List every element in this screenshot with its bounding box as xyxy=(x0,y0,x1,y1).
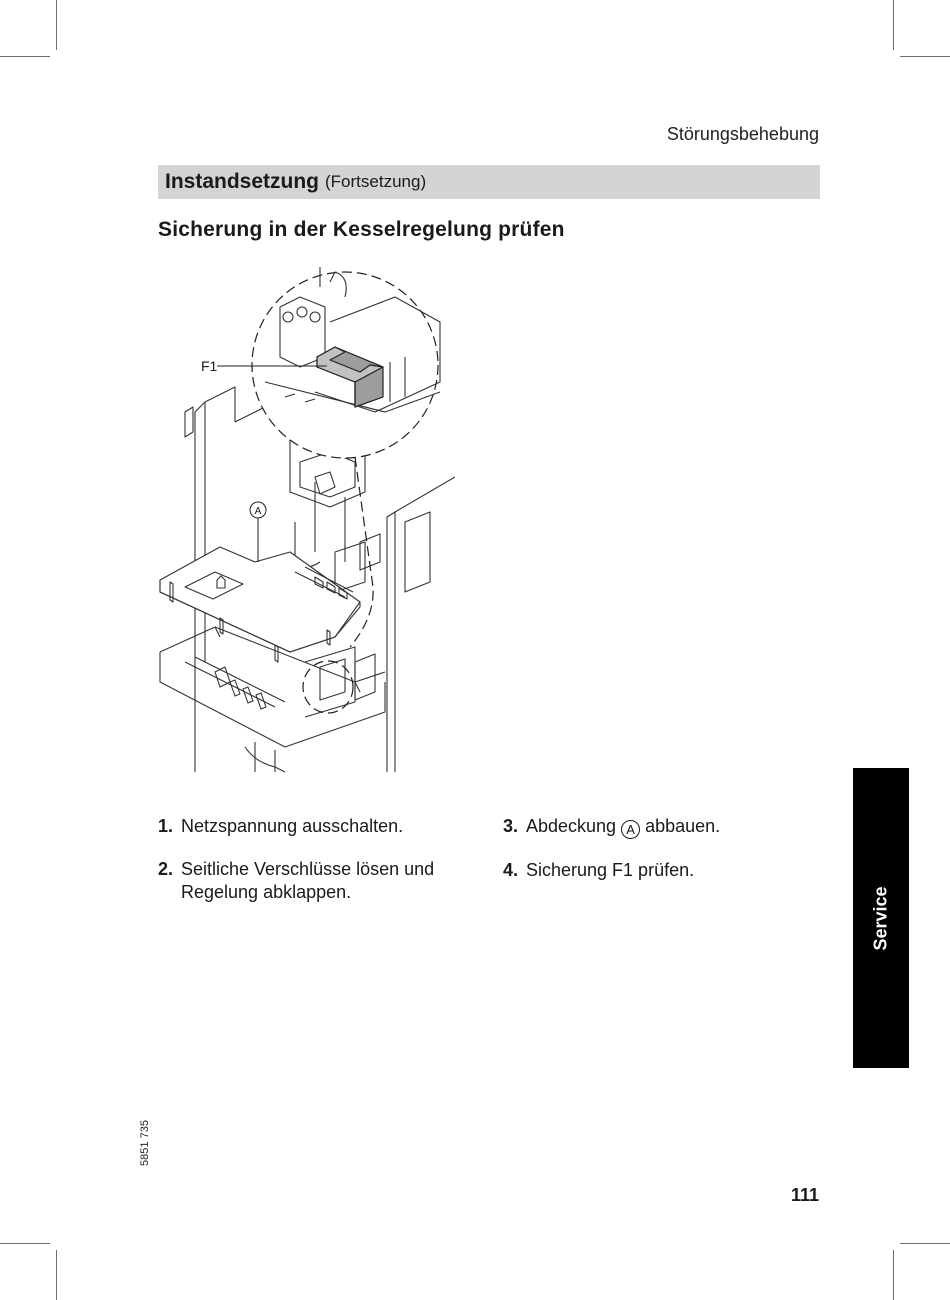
label-a: A xyxy=(255,506,262,517)
step-text: Abdeckung A abbauen. xyxy=(526,815,720,839)
step-text-line-1: Seitliche Verschlüsse lösen und xyxy=(181,859,435,879)
steps-right: 3. Abdeckung A abbauen. 4. Sicherung F1 … xyxy=(503,815,823,902)
step-text-line-2: Regelung abklappen. xyxy=(181,882,352,902)
step-2: 2. Seitliche Verschlüsse lösen und Regel… xyxy=(158,858,478,904)
page-number: 111 xyxy=(790,1185,819,1205)
step-text: Sicherung F1 prüfen. xyxy=(526,860,695,880)
step-number: 3. xyxy=(503,816,519,836)
step-text: Netzspannung ausschalten. xyxy=(181,816,404,836)
step-4: 4. Sicherung F1 prüfen. xyxy=(503,859,823,882)
label-f1: F1 xyxy=(201,358,218,374)
title-bar: Instandsetzung (Fortsetzung) xyxy=(158,165,820,199)
step-3: 3. Abdeckung A abbauen. xyxy=(503,815,823,839)
step-text-after: abbauen. xyxy=(645,816,721,836)
circle-a-marker: A xyxy=(621,820,641,839)
running-header: Störungsbehebung xyxy=(666,124,819,144)
crop-mark xyxy=(893,1250,894,1300)
side-tab-label: Service xyxy=(870,885,891,951)
crop-mark xyxy=(0,56,50,57)
crop-mark xyxy=(56,0,57,50)
document-number: 5851 735 xyxy=(139,1120,151,1166)
page-subtitle: (Fortsetzung) xyxy=(325,172,427,191)
crop-mark xyxy=(893,0,894,50)
side-tab-service: Service xyxy=(853,768,909,1068)
crop-mark xyxy=(900,56,950,57)
step-text-before: Abdeckung xyxy=(526,816,617,836)
crop-mark xyxy=(900,1243,950,1244)
step-1: 1. Netzspannung ausschalten. xyxy=(158,815,478,838)
crop-mark xyxy=(56,1250,57,1300)
steps-left: 1. Netzspannung ausschalten. 2. Seitlich… xyxy=(158,815,478,924)
crop-mark xyxy=(0,1243,50,1244)
step-number: 1. xyxy=(158,816,174,836)
boiler-control-illustration: F1 A xyxy=(159,267,455,773)
step-number: 2. xyxy=(158,859,174,879)
step-text: Seitliche Verschlüsse lösen und Regelung… xyxy=(181,858,434,904)
step-number: 4. xyxy=(503,860,519,880)
page-title: Instandsetzung xyxy=(165,170,320,193)
section-heading: Sicherung in der Kesselregelung prüfen xyxy=(158,218,565,241)
